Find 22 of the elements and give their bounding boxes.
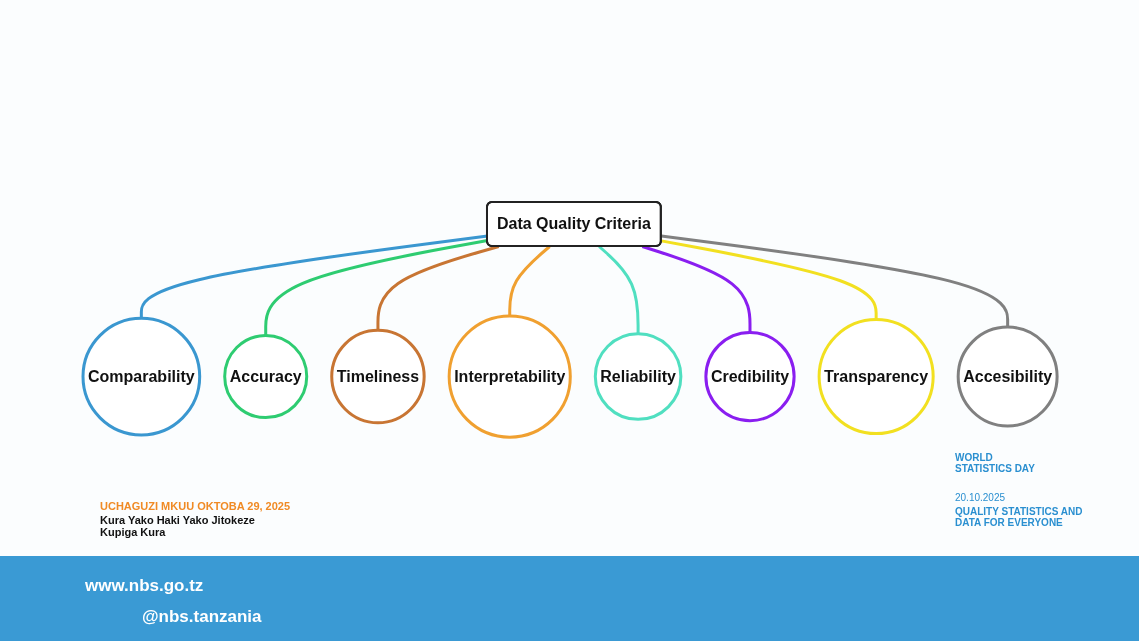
- node-circle: Timeliness: [330, 329, 426, 425]
- node-circle: Reliability: [593, 332, 683, 422]
- node-circle: Credibility: [704, 331, 796, 423]
- event-theme: QUALITY STATISTICS AND DATA FOR EVERYONE: [955, 506, 1084, 528]
- banner-slogan: Kura Yako Haki Yako Jitokeze Kupiga Kura: [100, 514, 256, 538]
- social-handle: @nbs.tanzania: [142, 607, 262, 627]
- node-circle: Transparency: [817, 318, 935, 436]
- banner-heading: UCHAGUZI MKUU OKTOBA 29, 2025: [100, 500, 291, 512]
- node-circle: Accesibility: [956, 326, 1059, 428]
- node-circle: Accuracy: [223, 334, 309, 420]
- event-date: 20.10.2025: [955, 492, 1006, 503]
- connector: [641, 245, 752, 333]
- connector: [508, 245, 551, 317]
- node-circle: Interpretability: [447, 314, 572, 440]
- connector: [661, 234, 1010, 328]
- connector: [661, 239, 878, 320]
- connector: [264, 239, 488, 336]
- website-address: www.nbs.go.tz: [85, 576, 204, 596]
- connector: [598, 245, 640, 335]
- connector: [376, 245, 500, 331]
- node-circle: Comparability: [81, 317, 202, 437]
- event-name: WORLD STATISTICS DAY: [955, 452, 1035, 474]
